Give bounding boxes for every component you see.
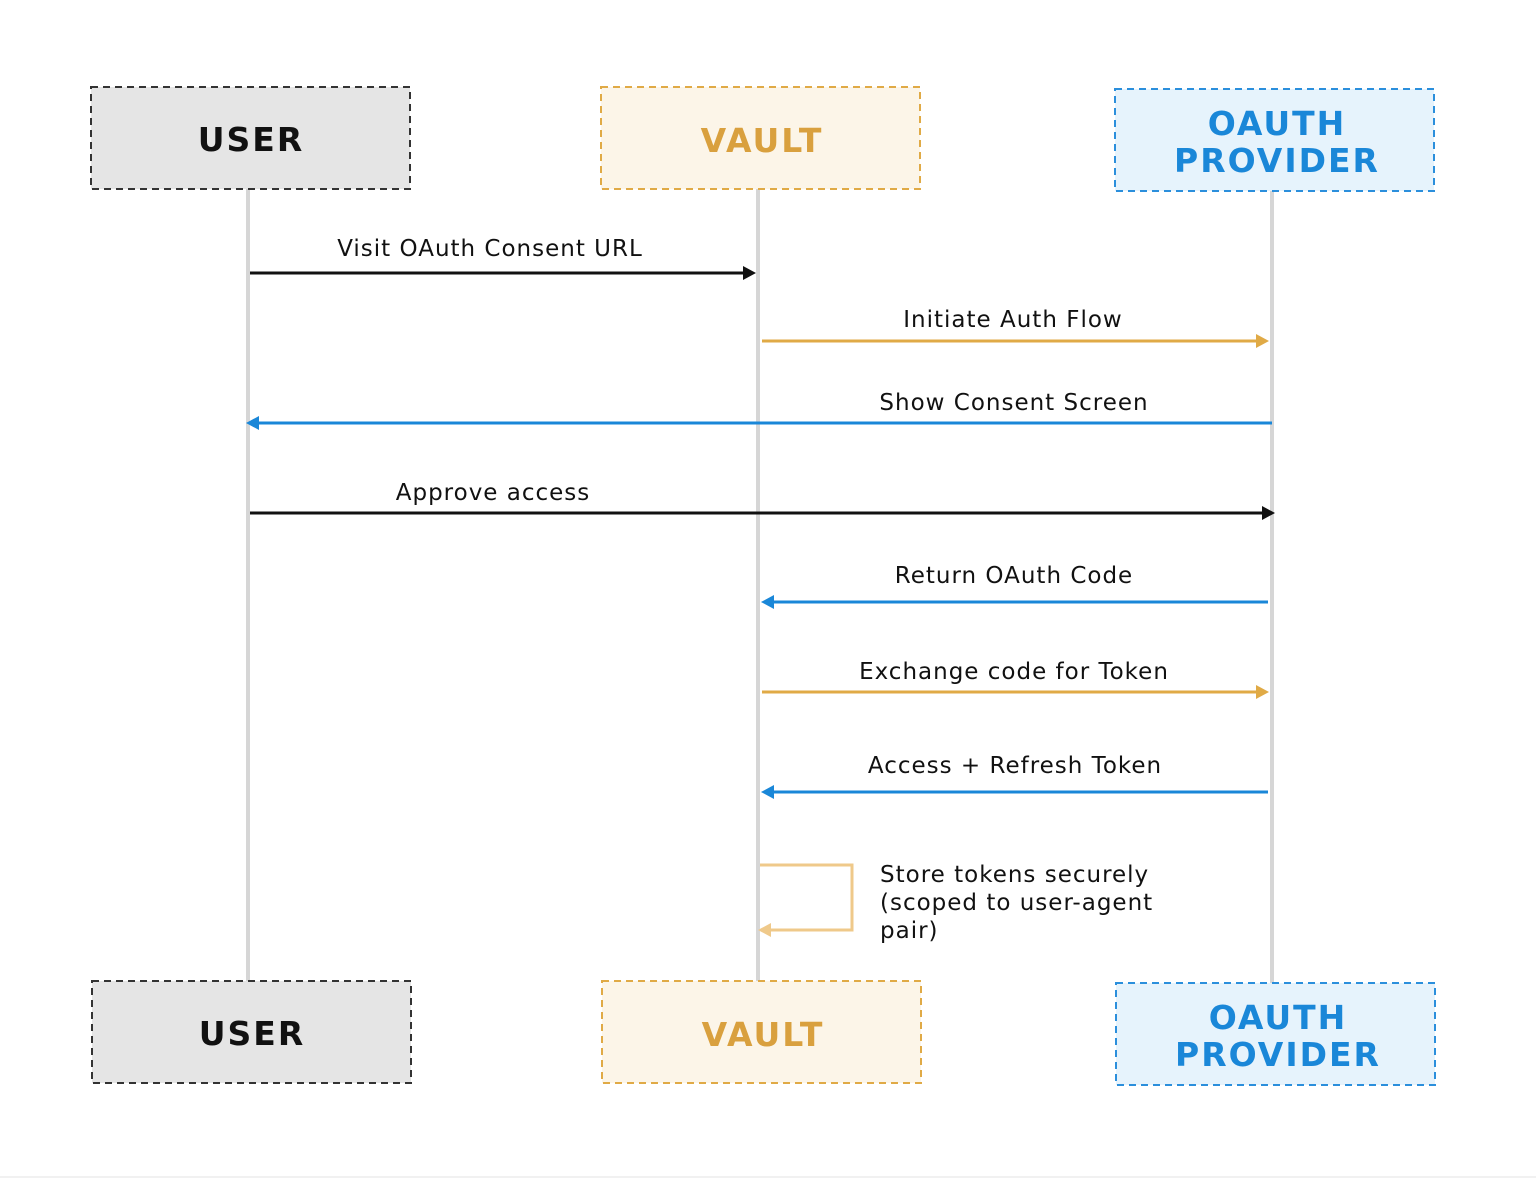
arrowhead [1256, 685, 1269, 699]
self-message-loop [760, 863, 854, 932]
participant-user-bottom: USER [91, 980, 412, 1084]
message-1: Visit OAuth Consent URL [250, 236, 756, 280]
participant-oauth-label-line-2: PROVIDER [1175, 1035, 1381, 1074]
message-2: Initiate Auth Flow [762, 307, 1269, 348]
participant-oauth-provider-top: OAUTH PROVIDER [1114, 88, 1435, 192]
arrowhead [761, 785, 774, 799]
participant-oauth-label-line-1: OAUTH [1209, 998, 1348, 1037]
participant-oauth-label-line-2: PROVIDER [1174, 141, 1380, 180]
participant-vault-label: VAULT [702, 1015, 825, 1054]
participant-user-label: USER [198, 120, 305, 159]
arrowhead [758, 923, 771, 937]
self-message-label-line-2: (scoped to user-agent [880, 890, 1153, 916]
message-5: Return OAuth Code [761, 563, 1268, 609]
self-message-store-tokens: Store tokens securely (scoped to user-ag… [758, 862, 1153, 944]
message-3: Show Consent Screen [246, 390, 1272, 430]
arrowhead [246, 416, 259, 430]
message-label: Initiate Auth Flow [903, 307, 1122, 333]
self-message-label-line-3: pair) [880, 918, 939, 944]
arrowhead [743, 266, 756, 280]
message-6: Exchange code for Token [762, 659, 1269, 699]
participant-user-label: USER [199, 1014, 306, 1053]
participant-vault-top: VAULT [600, 86, 921, 190]
message-label: Exchange code for Token [859, 659, 1169, 685]
message-label: Approve access [396, 480, 591, 506]
message-label: Return OAuth Code [895, 563, 1133, 589]
arrowhead [1256, 334, 1269, 348]
message-4: Approve access [250, 480, 1275, 520]
participant-vault-bottom: VAULT [601, 980, 922, 1084]
message-label: Visit OAuth Consent URL [337, 236, 643, 262]
self-message-label-line-1: Store tokens securely [880, 862, 1149, 888]
bottom-divider [0, 1176, 1536, 1178]
message-label: Access + Refresh Token [868, 753, 1162, 779]
participant-vault-label: VAULT [701, 121, 824, 160]
participant-user-top: USER [90, 86, 411, 190]
participant-oauth-label-line-1: OAUTH [1208, 104, 1347, 143]
arrowhead [761, 595, 774, 609]
message-7: Access + Refresh Token [761, 753, 1268, 799]
arrowhead [1262, 506, 1275, 520]
participant-oauth-provider-bottom: OAUTH PROVIDER [1115, 982, 1436, 1086]
message-label: Show Consent Screen [879, 390, 1148, 416]
